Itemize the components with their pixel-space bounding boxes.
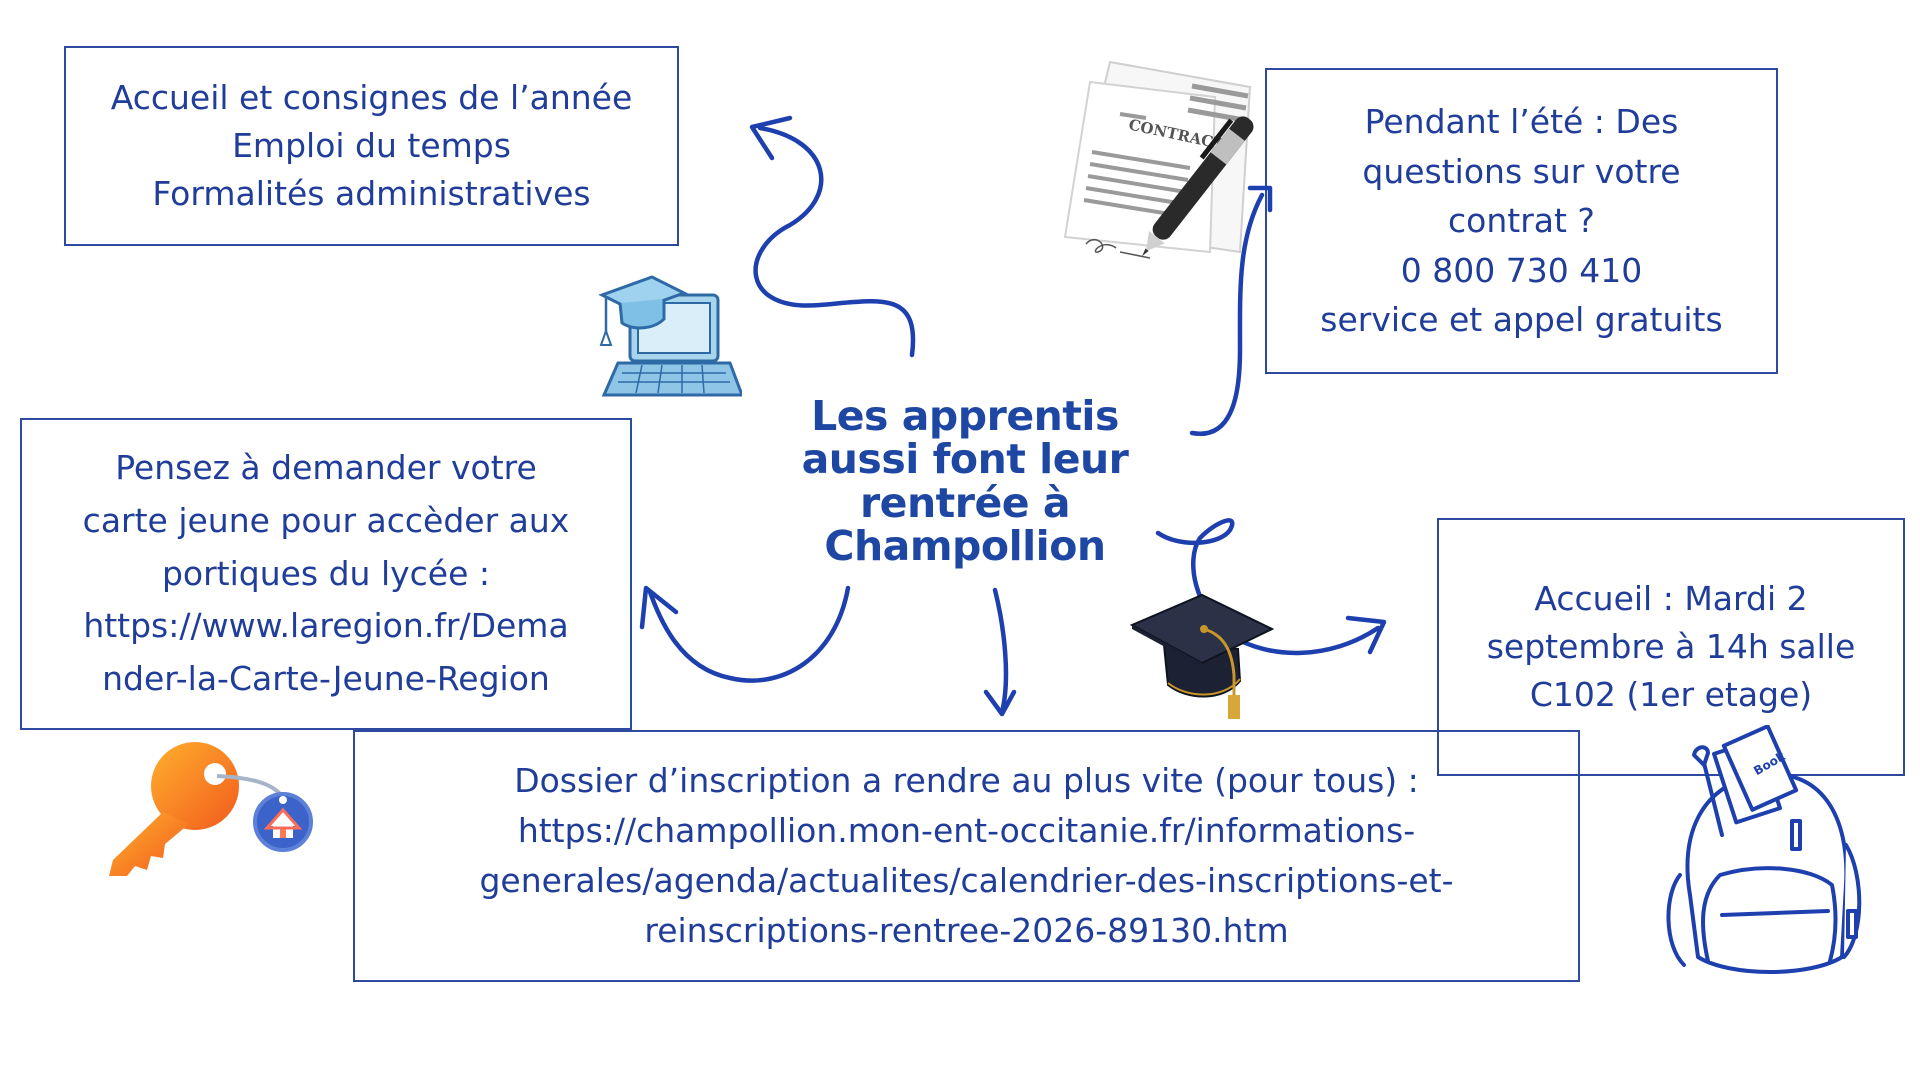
- backpack-icon: Book: [1666, 725, 1862, 974]
- welcome-line-3: Formalités administratives: [152, 174, 591, 214]
- laptop-graduation-icon: [598, 275, 742, 397]
- arrow-head-welcome: [749, 115, 793, 161]
- summer-line-5: service et appel gratuits: [1320, 300, 1723, 340]
- registration-line-1: Dossier d’inscription a rendre au plus v…: [514, 760, 1419, 800]
- summer-line-3: contrat ?: [1448, 201, 1595, 241]
- info-box-registration: Dossier d’inscription a rendre au plus v…: [353, 730, 1580, 982]
- card-line-1: Pensez à demander votre: [115, 448, 537, 487]
- reception-line-2: septembre à 14h salle: [1486, 626, 1856, 666]
- contract-icon: CONTRACT: [1063, 60, 1254, 259]
- arrow-to-registration: [992, 587, 1009, 715]
- registration-url-line-1: https://champollion.mon-ent-occitanie.fr…: [517, 810, 1416, 850]
- card-url-line-1: https://www.laregion.fr/Dema: [83, 606, 569, 646]
- title-line-2: aussi font leur: [801, 435, 1129, 484]
- summer-line-2: questions sur votre: [1362, 151, 1681, 191]
- card-url-line-2: nder-la-Carte-Jeune-Region: [102, 659, 550, 699]
- info-box-welcome: Accueil et consignes de l’année Emploi d…: [64, 46, 679, 246]
- welcome-line-1: Accueil et consignes de l’année: [110, 77, 633, 117]
- arrow-head-reception: [1345, 615, 1387, 655]
- graduation-cap-icon: [1129, 593, 1275, 719]
- card-line-2: carte jeune pour accèder aux: [82, 500, 570, 540]
- title-line-4: Champollion: [824, 522, 1106, 571]
- title-line-1: Les apprentis: [811, 392, 1119, 440]
- registration-url-line-3: reinscriptions-rentree-2026-89130.htm: [644, 911, 1289, 951]
- arrow-to-welcome: [753, 125, 916, 358]
- arrow-to-contract: [1189, 192, 1265, 437]
- phone-number: 0 800 730 410: [1400, 250, 1643, 290]
- arrow-head-youth-card: [639, 585, 679, 630]
- main-title: Les apprentis aussi font leur rentrée à …: [785, 392, 1145, 571]
- arrow-head-contract: [1247, 185, 1273, 213]
- key-icon: [109, 742, 313, 876]
- welcome-line-2: Emploi du temps: [232, 125, 511, 165]
- registration-url-line-2: generales/agenda/actualites/calendrier-d…: [479, 861, 1454, 900]
- reception-line-1: Accueil : Mardi 2: [1534, 578, 1808, 618]
- summer-line-1: Pendant l’été : Des: [1364, 102, 1679, 142]
- card-line-3: portiques du lycée :: [161, 553, 491, 593]
- arrow-to-youth-card: [647, 585, 851, 683]
- info-box-youth-card: Pensez à demander votre carte jeune pour…: [20, 418, 632, 730]
- info-box-reception-date: Accueil : Mardi 2 septembre à 14h salle …: [1437, 518, 1905, 776]
- title-line-3: rentrée à: [859, 478, 1071, 527]
- arrow-to-reception: [1155, 518, 1381, 656]
- arrow-head-registration: [983, 689, 1017, 717]
- reception-line-3: C102 (1er etage): [1529, 675, 1813, 715]
- info-box-summer-contract: Pendant l’été : Des questions sur votre …: [1265, 68, 1778, 374]
